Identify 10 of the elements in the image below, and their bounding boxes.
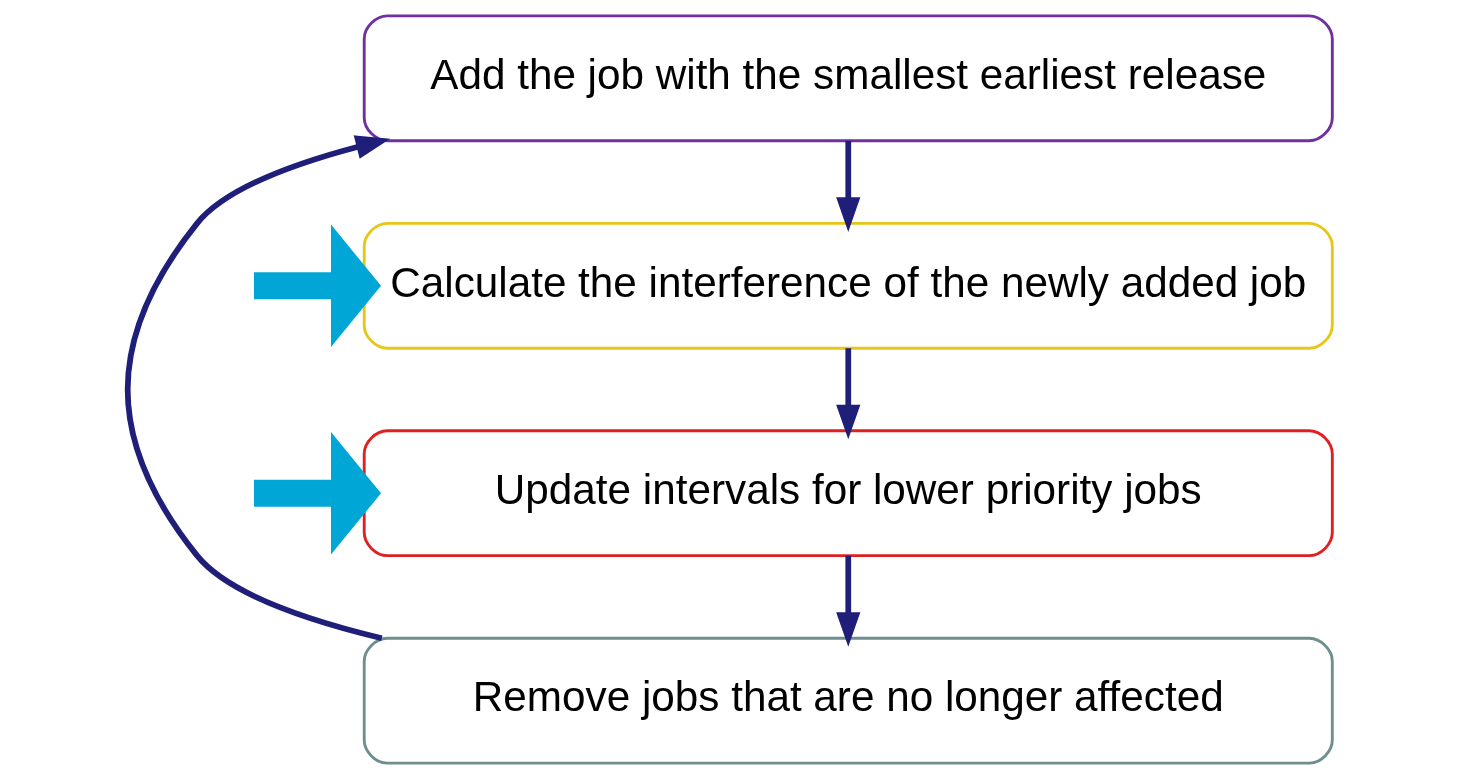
node-box: Calculate the interference of the newly added job	[362, 221, 1334, 350]
arrow	[253, 224, 381, 348]
node-box: Add the job with the smallest earliest release	[362, 14, 1334, 143]
arrow	[836, 348, 861, 440]
node-box: Remove jobs that are no longer affected	[362, 636, 1334, 765]
arrow	[836, 140, 861, 232]
arrow	[124, 135, 391, 642]
node-box: Update intervals for lower priority jobs	[362, 429, 1334, 558]
arrow	[836, 555, 861, 647]
arrow	[253, 431, 381, 555]
